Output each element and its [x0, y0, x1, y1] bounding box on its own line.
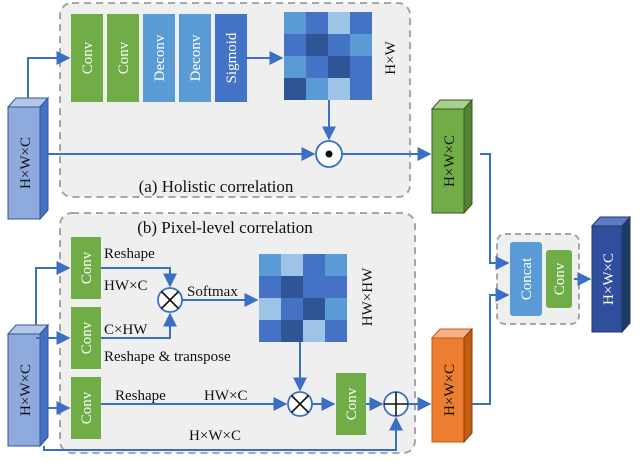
final-output-tensor: H×W×C: [590, 215, 632, 334]
svg-text:Conv: Conv: [344, 387, 360, 420]
arrow-skip: [43, 416, 403, 451]
holistic-output-tensor: H×W×C: [430, 98, 474, 215]
reshape-label: Reshape: [104, 246, 155, 262]
arrow-pixel-concat: [472, 288, 510, 405]
svg-text:Deconv: Deconv: [188, 34, 204, 81]
svg-text:H×W×C: H×W×C: [18, 137, 34, 189]
arrow-conv1-matmul: [101, 267, 177, 288]
pixel-conv-2: Conv: [71, 307, 101, 369]
svg-text:Sigmoid: Sigmoid: [224, 32, 240, 83]
hwc-label-2: HW×C: [204, 388, 247, 404]
holistic-conv-2: Conv: [107, 14, 139, 102]
pixel-caption: (b) Pixel-level correlation: [137, 218, 313, 237]
hwc-label-1: HW×C: [104, 278, 147, 294]
svg-text:Deconv: Deconv: [152, 34, 168, 81]
svg-text:Conv: Conv: [79, 251, 95, 284]
holistic-map-label: H×W: [383, 40, 399, 74]
svg-text:H×W×C: H×W×C: [601, 253, 617, 305]
pixel-conv-1: Conv: [71, 237, 101, 299]
holistic-deconv-2: Deconv: [179, 14, 211, 102]
skip-label: H×W×C: [189, 428, 241, 444]
holistic-input-tensor: H×W×C: [6, 96, 50, 221]
pixel-conv-3: Conv: [71, 377, 101, 439]
elementwise-multiply-node: [315, 140, 343, 168]
svg-text:H×W×C: H×W×C: [18, 364, 34, 416]
matmul-node-1: [157, 287, 183, 313]
pixel-attention-map: [259, 254, 347, 342]
fusion-conv-block: Conv: [546, 250, 572, 308]
svg-text:Conv: Conv: [80, 41, 96, 74]
concat-block: Concat: [510, 242, 542, 316]
add-node: [383, 391, 409, 417]
holistic-sigmoid: Sigmoid: [215, 14, 247, 102]
holistic-caption: (a) Holistic correlation: [139, 177, 294, 196]
reshape-transpose-label: Reshape & transpose: [104, 349, 231, 365]
holistic-deconv-1: Deconv: [143, 14, 175, 102]
svg-text:H×W×C: H×W×C: [442, 364, 458, 416]
holistic-map: [284, 12, 372, 100]
matmul-node-2: [287, 391, 313, 417]
chw-label: C×HW: [104, 322, 148, 338]
svg-text:Conv: Conv: [79, 391, 95, 424]
svg-text:Conv: Conv: [552, 262, 568, 295]
arrow-conv2-matmul: [101, 312, 177, 339]
pixel-input-tensor: H×W×C: [6, 323, 50, 448]
svg-text:H×W×C: H×W×C: [442, 135, 458, 187]
reshape-label-2: Reshape: [115, 388, 166, 404]
pixel-conv-4: Conv: [336, 373, 366, 435]
arrow-pixel-conv1: [35, 261, 71, 325]
svg-text:Concat: Concat: [519, 257, 535, 300]
arrow-holistic-concat: [480, 153, 510, 270]
arrow-holistic-in: [27, 51, 71, 98]
pixel-map-label: HW×HW: [360, 267, 376, 326]
pixel-output-tensor: H×W×C: [430, 327, 474, 444]
svg-text:Conv: Conv: [79, 321, 95, 354]
holistic-conv-1: Conv: [71, 14, 103, 102]
svg-text:Conv: Conv: [116, 41, 132, 74]
softmax-label: Softmax: [187, 284, 238, 300]
